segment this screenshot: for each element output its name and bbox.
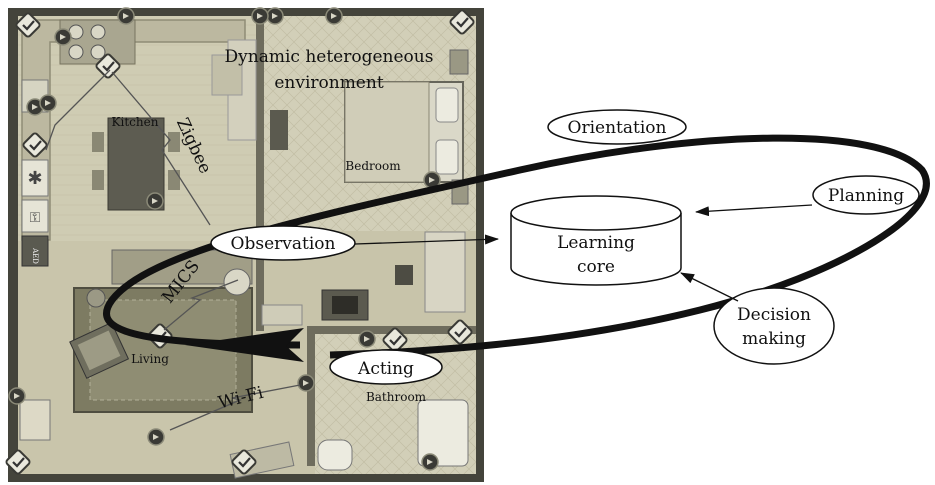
core-label-line1: Learning bbox=[557, 233, 635, 253]
arrow-decision-to-core bbox=[680, 272, 739, 302]
observation-label: Observation bbox=[231, 234, 336, 254]
acting-label: Acting bbox=[357, 359, 414, 379]
decision-label-line1: Decision bbox=[737, 305, 811, 325]
interior-wall bbox=[256, 16, 264, 331]
decision-making-node bbox=[713, 287, 835, 365]
shower bbox=[417, 399, 469, 467]
decision-label-line2: making bbox=[742, 329, 806, 349]
svg-text:⚿: ⚿ bbox=[30, 210, 41, 226]
toilet bbox=[317, 439, 353, 471]
svg-text:✱: ✱ bbox=[27, 168, 42, 189]
planning-node bbox=[812, 175, 920, 215]
orientation-label: Orientation bbox=[568, 118, 667, 138]
room-label-living: Living bbox=[131, 352, 169, 366]
loop-arrowhead bbox=[185, 328, 304, 362]
learning-core-cylinder bbox=[510, 195, 682, 286]
room-label-bathroom: Bathroom bbox=[366, 390, 427, 404]
room-label-kitchen: Kitchen bbox=[112, 115, 159, 129]
planning-label: Planning bbox=[828, 186, 904, 206]
environment-title-line2: environment bbox=[274, 73, 383, 93]
aed-label: AED bbox=[31, 247, 39, 264]
armchair bbox=[69, 321, 130, 379]
ooda-loop: Orientation Planning Observation Acting … bbox=[103, 109, 930, 385]
environment-title-line1: Dynamic heterogeneous bbox=[225, 47, 434, 67]
arrow-planning-to-core bbox=[695, 204, 813, 217]
arrow-observation-to-core bbox=[354, 234, 499, 245]
observation-node bbox=[210, 225, 356, 261]
acting-node bbox=[329, 349, 443, 385]
room-label-bedroom: Bedroom bbox=[345, 159, 401, 173]
core-label-line2: core bbox=[577, 257, 615, 277]
orientation-node bbox=[547, 109, 687, 145]
loop-path bbox=[103, 134, 930, 359]
wardrobe bbox=[424, 231, 466, 313]
